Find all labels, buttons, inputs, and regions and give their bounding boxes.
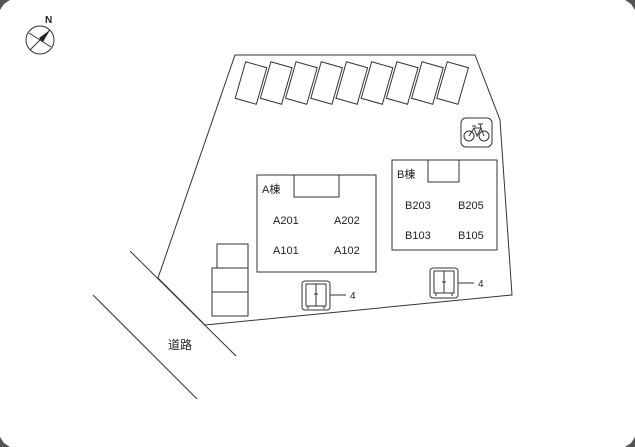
unit-b103: B103 <box>405 230 431 242</box>
unit-a202: A202 <box>334 215 360 227</box>
unit-a101: A101 <box>273 245 299 257</box>
parking-space <box>234 61 268 105</box>
building-b-entrance <box>427 159 460 183</box>
unit-b205: B205 <box>458 200 484 212</box>
trash-station-icon <box>301 280 331 311</box>
compass-north-label: N <box>45 15 52 26</box>
parking-space <box>436 61 470 105</box>
storage-units <box>211 243 249 317</box>
unit-a201: A201 <box>273 215 299 227</box>
parking-space <box>385 61 419 105</box>
road: 道路 <box>92 250 237 400</box>
building-b-label: B棟 <box>397 167 415 181</box>
road-label: 道路 <box>168 337 192 352</box>
building-b: B棟 B203 B205 B103 B105 <box>391 159 498 251</box>
parking-space <box>284 61 318 105</box>
trash-station-1-count: 4 <box>350 291 356 302</box>
building-a-label: A棟 <box>262 182 280 196</box>
compass-icon: N <box>25 15 55 55</box>
unit-b203: B203 <box>405 200 431 212</box>
parking-space <box>259 61 293 105</box>
parking-space <box>360 61 394 105</box>
parking-area <box>234 61 470 105</box>
trash-station-2-count: 4 <box>478 279 484 290</box>
site-boundary <box>157 54 513 326</box>
parking-space <box>410 61 444 105</box>
unit-b105: B105 <box>458 230 484 242</box>
parking-space <box>335 61 369 105</box>
bicycle-parking-icon <box>460 117 493 148</box>
parking-space <box>310 61 344 105</box>
unit-a102: A102 <box>334 245 360 257</box>
building-a-entrance <box>293 174 340 198</box>
trash-station-icon <box>429 267 459 299</box>
building-a: A棟 A201 A202 A101 A102 <box>256 174 377 273</box>
